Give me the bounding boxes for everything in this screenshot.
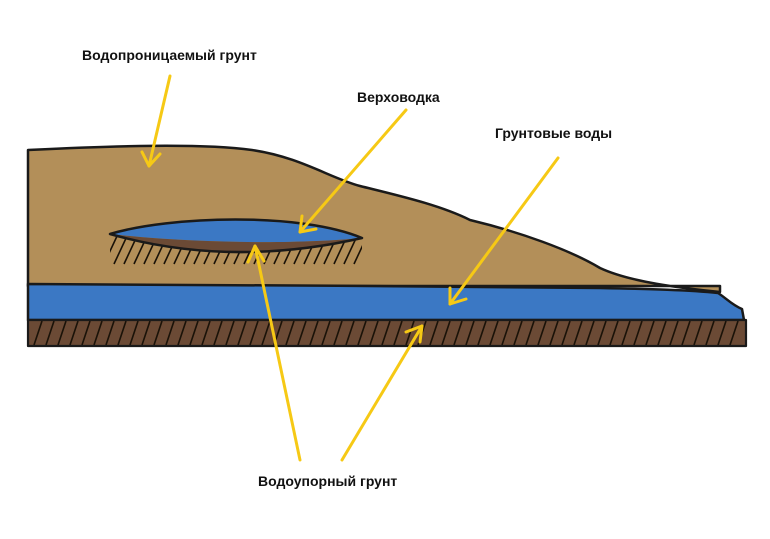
base-hatch-line <box>549 320 559 346</box>
base-hatch-line <box>189 320 199 346</box>
label-permeable-soil: Водопроницаемый грунт <box>82 47 257 63</box>
base-hatch-line <box>69 320 79 346</box>
base-hatch-line <box>489 320 499 346</box>
label-perched-water: Верховодка <box>357 89 440 105</box>
lens-water <box>110 219 362 243</box>
base-hatch-line <box>225 320 235 346</box>
impermeable-soil-layer <box>26 318 748 348</box>
base-hatch-line <box>681 320 691 346</box>
arrow-permeable-soil <box>140 74 172 168</box>
base-hatch-line <box>213 320 223 346</box>
base-hatch-line <box>513 320 523 346</box>
base-hatch-line <box>633 320 643 346</box>
base-hatch-line <box>33 320 43 346</box>
base-hatch-line <box>249 320 259 346</box>
groundwater-layer <box>26 282 746 322</box>
arrow-impermeable-lens <box>246 244 302 462</box>
base-hatch-line <box>93 320 103 346</box>
base-hatch-line <box>477 320 487 346</box>
base-hatch-line <box>165 320 175 346</box>
base-hatch-line <box>465 320 475 346</box>
base-hatch-line <box>285 320 295 346</box>
base-hatch-line <box>105 320 115 346</box>
base-hatch-line <box>141 320 151 346</box>
base-hatch-line <box>705 320 715 346</box>
base-hatch-line <box>57 320 67 346</box>
base-hatch-line <box>153 320 163 346</box>
base-hatch-line <box>657 320 667 346</box>
base-hatch-line <box>537 320 547 346</box>
base-hatch-line <box>297 320 307 346</box>
base-hatch-line <box>369 320 379 346</box>
base-hatch-line <box>609 320 619 346</box>
base-hatch-line <box>441 320 451 346</box>
base-hatch-line <box>333 320 343 346</box>
base-hatch-line <box>693 320 703 346</box>
impermeable-base-hatch <box>33 320 739 346</box>
base-hatch-line <box>669 320 679 346</box>
base-hatch-line <box>357 320 367 346</box>
base-hatch-line <box>81 320 91 346</box>
arrow-impermeable-base <box>340 324 424 462</box>
base-hatch-line <box>45 320 55 346</box>
lens-hatch-line <box>353 234 362 265</box>
base-hatch-line <box>129 320 139 346</box>
base-hatch-line <box>345 320 355 346</box>
base-hatch-line <box>381 320 391 346</box>
base-hatch-line <box>645 320 655 346</box>
base-hatch-line <box>561 320 571 346</box>
arrow-perched-water <box>298 108 408 234</box>
base-hatch-line <box>585 320 595 346</box>
base-hatch-line <box>621 320 631 346</box>
base-hatch-line <box>597 320 607 346</box>
base-hatch-line <box>117 320 127 346</box>
label-impermeable-soil: Водоупорный грунт <box>258 473 397 489</box>
base-hatch-line <box>393 320 403 346</box>
lens-hatch-line <box>110 234 119 265</box>
base-hatch-line <box>309 320 319 346</box>
base-hatch-line <box>429 320 439 346</box>
label-groundwater: Грунтовые воды <box>495 125 612 141</box>
base-hatch-line <box>453 320 463 346</box>
arrow-groundwater <box>448 156 560 306</box>
base-hatch-line <box>405 320 415 346</box>
permeable-soil-layer <box>26 144 722 294</box>
impermeable-base-outline <box>26 318 748 348</box>
base-hatch-line <box>321 320 331 346</box>
base-hatch-line <box>573 320 583 346</box>
lens-outline <box>108 218 364 254</box>
base-hatch-line <box>237 320 247 346</box>
base-hatch-line <box>201 320 211 346</box>
base-hatch-line <box>501 320 511 346</box>
base-hatch-line <box>177 320 187 346</box>
perched-water-lens <box>108 218 364 265</box>
base-hatch-line <box>717 320 727 346</box>
base-hatch-line <box>729 320 739 346</box>
base-hatch-line <box>261 320 271 346</box>
base-hatch-line <box>525 320 535 346</box>
